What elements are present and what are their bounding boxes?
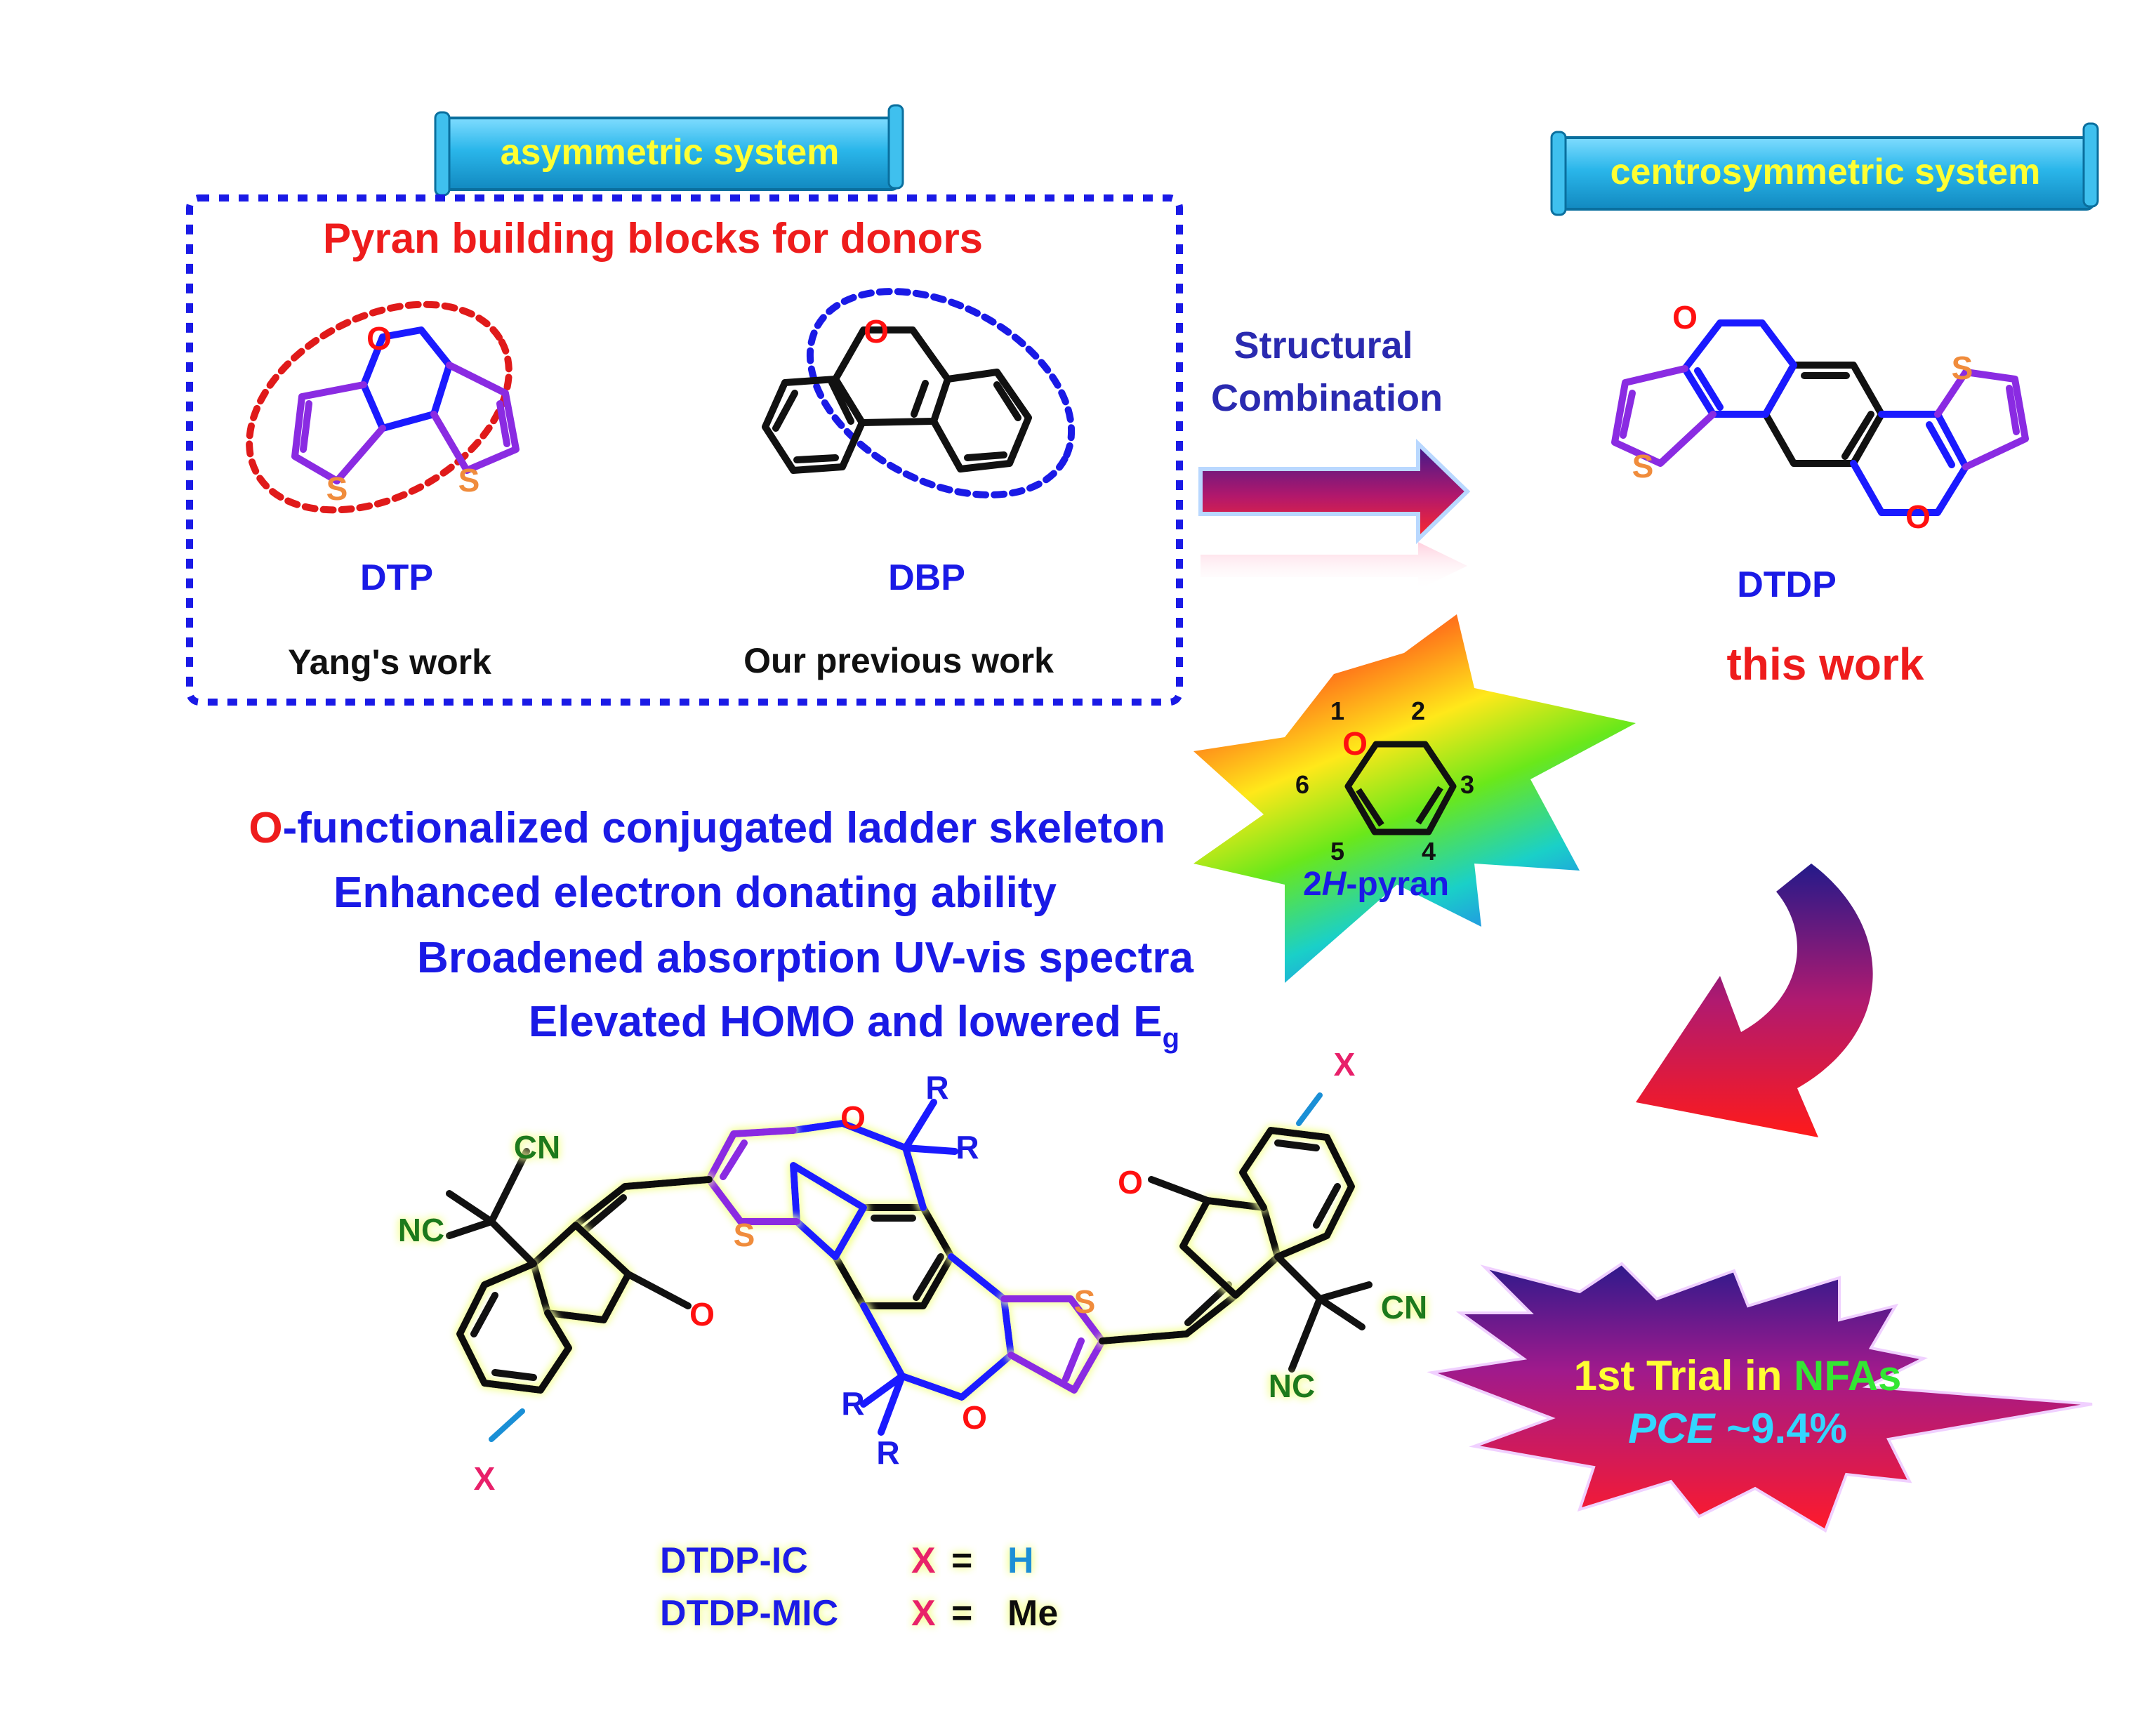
pyran-number-6: 6 [1295, 770, 1309, 799]
nc-left: NC [398, 1212, 444, 1248]
core-sulfur-left: S [734, 1217, 755, 1253]
dtdp-sulfur-right: S [1952, 350, 1973, 386]
legend-row2-value: Me [1007, 1593, 1058, 1634]
ketone-oxygen-left: O [689, 1296, 715, 1333]
x-substituent-left: X [474, 1460, 496, 1497]
building-blocks-box [186, 194, 1183, 706]
dtdp-oxygen-bottom: O [1905, 498, 1931, 535]
banner-centrosymmetric-text: centrosymmetric system [1611, 152, 2041, 192]
curved-arrow [1636, 864, 1873, 1137]
yang-work-label: Yang's work [288, 642, 491, 682]
compound-legend: DTDP-IC X = H DTDP-MIC X = Me [660, 1540, 1058, 1634]
feature-line-1: O-functionalized conjugated ladder skele… [249, 804, 1165, 852]
dbp-label: DBP [888, 557, 965, 598]
pyran-ring [1344, 741, 1457, 835]
pyran-number-4: 4 [1422, 837, 1436, 866]
dtp-oxygen: O [366, 320, 392, 357]
nc-right-bottom: NC [1269, 1368, 1315, 1404]
r-group-2: R [955, 1129, 979, 1165]
pyran-starburst [1193, 614, 1636, 983]
pyran-number-1: 1 [1330, 696, 1344, 725]
legend-row1-x: X [911, 1540, 936, 1581]
pce-line-1: 1st Trial in NFAs [1574, 1352, 1902, 1399]
dtp-label: DTP [360, 557, 433, 598]
arrow-text-structural: Structural [1234, 324, 1413, 366]
pyran-number-5: 5 [1330, 837, 1344, 866]
core-sulfur-right: S [1074, 1283, 1096, 1320]
arrow-text-combination: Combination [1211, 377, 1443, 419]
pce-line-2: PCE ~9.4% [1628, 1405, 1847, 1452]
pyran-number-3: 3 [1460, 770, 1474, 799]
legend-row2-name: DTDP-MIC [660, 1593, 838, 1634]
x-substituent-right: X [1334, 1046, 1356, 1083]
pyran-oxygen: O [1342, 725, 1368, 762]
banner-asymmetric-text: asymmetric system [501, 132, 840, 173]
ketone-oxygen-right: O [1118, 1164, 1143, 1201]
pyran-name: 2H-pyran [1303, 866, 1449, 903]
core-oxygen-bottom: O [962, 1399, 987, 1436]
dtdp-label: DTDP [1737, 564, 1837, 605]
pyran-number-2: 2 [1411, 696, 1425, 725]
previous-work-label: Our previous work [743, 641, 1054, 680]
banner-asymmetric: asymmetric system [434, 104, 904, 197]
box-title: Pyran building blocks for donors [323, 215, 983, 262]
legend-row1-eq: = [951, 1540, 972, 1581]
combination-arrow-reflection [1201, 542, 1467, 590]
legend-row2-x: X [911, 1593, 936, 1634]
feature-line-4: Elevated HOMO and lowered Eg [529, 998, 1179, 1054]
legend-row1-name: DTDP-IC [660, 1540, 808, 1581]
pce-starburst [1427, 1262, 2093, 1533]
dtp-structure [246, 300, 520, 514]
nfa-molecule [446, 1092, 1373, 1442]
dtp-sulfur-right: S [458, 462, 480, 498]
legend-row2-eq: = [951, 1593, 972, 1634]
combination-arrow [1198, 438, 1471, 545]
dbp-structure [762, 288, 1076, 498]
dtdp-oxygen-top: O [1672, 299, 1698, 336]
legend-row1-value: H [1007, 1540, 1034, 1581]
core-oxygen-top: O [840, 1099, 866, 1136]
r-group-1: R [925, 1069, 948, 1106]
feature-line-3: Broadened absorption UV-vis spectra [417, 934, 1193, 982]
dtdp-structure [1611, 319, 2029, 516]
cn-right: CN [1381, 1289, 1427, 1326]
dbp-oxygen: O [864, 313, 889, 350]
dtp-sulfur-left: S [326, 470, 348, 507]
r-group-3: R [841, 1385, 864, 1422]
cn-left-top: CN [514, 1129, 560, 1165]
banner-centrosymmetric: centrosymmetric system [1550, 122, 2099, 216]
this-work-label: this work [1727, 639, 1924, 689]
r-group-4: R [876, 1434, 899, 1471]
dtdp-sulfur-left: S [1632, 448, 1654, 484]
feature-line-2: Enhanced electron donating ability [333, 868, 1057, 917]
